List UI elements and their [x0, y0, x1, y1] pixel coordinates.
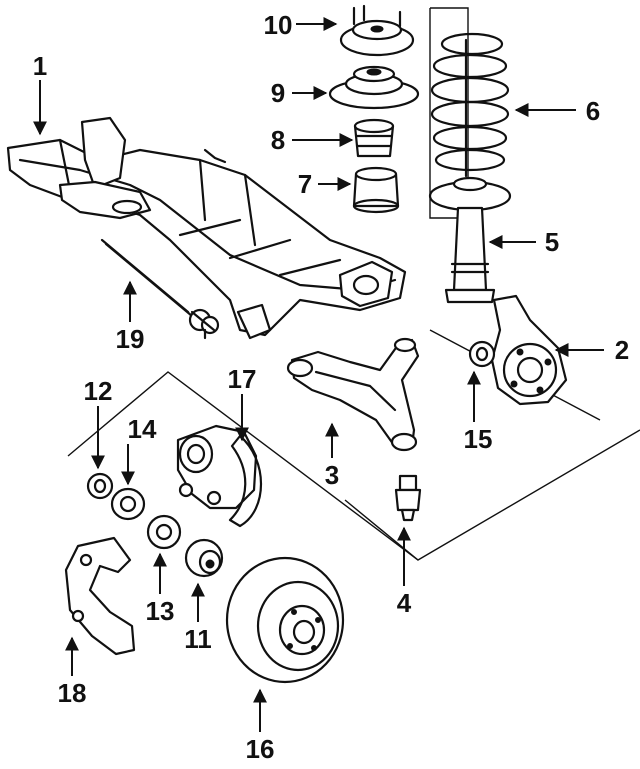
- callout-19: 19: [116, 324, 145, 354]
- callout-2: 2: [615, 335, 629, 365]
- caliper-bracket-part: [64, 536, 136, 656]
- bump-stop-part: [353, 118, 395, 158]
- callout-6: 6: [586, 96, 600, 126]
- callout-9: 9: [271, 78, 285, 108]
- callout-14: 14: [128, 414, 157, 444]
- stabilizer-link-part: [100, 238, 220, 340]
- callout-7: 7: [298, 169, 312, 199]
- callout-numbers: 1 2 3 4 5 6 7 8 9 10 11 12 13 14 15 16 1…: [33, 10, 629, 764]
- spring-seat-part: [328, 65, 420, 110]
- brake-group-bracket: [67, 371, 640, 561]
- callout-12: 12: [84, 376, 113, 406]
- coil-spring-part: [430, 32, 510, 178]
- lower-control-arm-part: [286, 337, 420, 452]
- brake-rotor-part: [225, 556, 345, 684]
- callout-10: 10: [264, 10, 293, 40]
- callout-13: 13: [146, 596, 175, 626]
- bearing-13-part: [146, 514, 182, 550]
- steering-knuckle-part: [490, 294, 568, 406]
- leader-lines: [33, 17, 604, 732]
- callout-15: 15: [464, 424, 493, 454]
- brake-group-bracket-inner: [344, 499, 419, 561]
- dust-boot-part: [352, 166, 400, 214]
- callout-18: 18: [58, 678, 87, 708]
- strut-part: [428, 176, 512, 304]
- wheel-bearing-part: [468, 340, 496, 368]
- callout-5: 5: [545, 227, 559, 257]
- hub-11-part: [184, 538, 224, 578]
- ball-joint-part: [394, 474, 422, 522]
- callout-3: 3: [325, 460, 339, 490]
- crossmember-part: [6, 116, 407, 340]
- callout-4: 4: [397, 588, 412, 618]
- callout-17: 17: [228, 364, 257, 394]
- seal-12-part: [86, 472, 114, 500]
- callout-8: 8: [271, 125, 285, 155]
- bearing-14-part: [110, 487, 146, 521]
- callout-1: 1: [33, 51, 47, 81]
- brake-caliper-part: [176, 424, 262, 528]
- callout-11: 11: [184, 624, 212, 654]
- top-mount-part: [339, 4, 415, 57]
- callout-16: 16: [246, 734, 275, 764]
